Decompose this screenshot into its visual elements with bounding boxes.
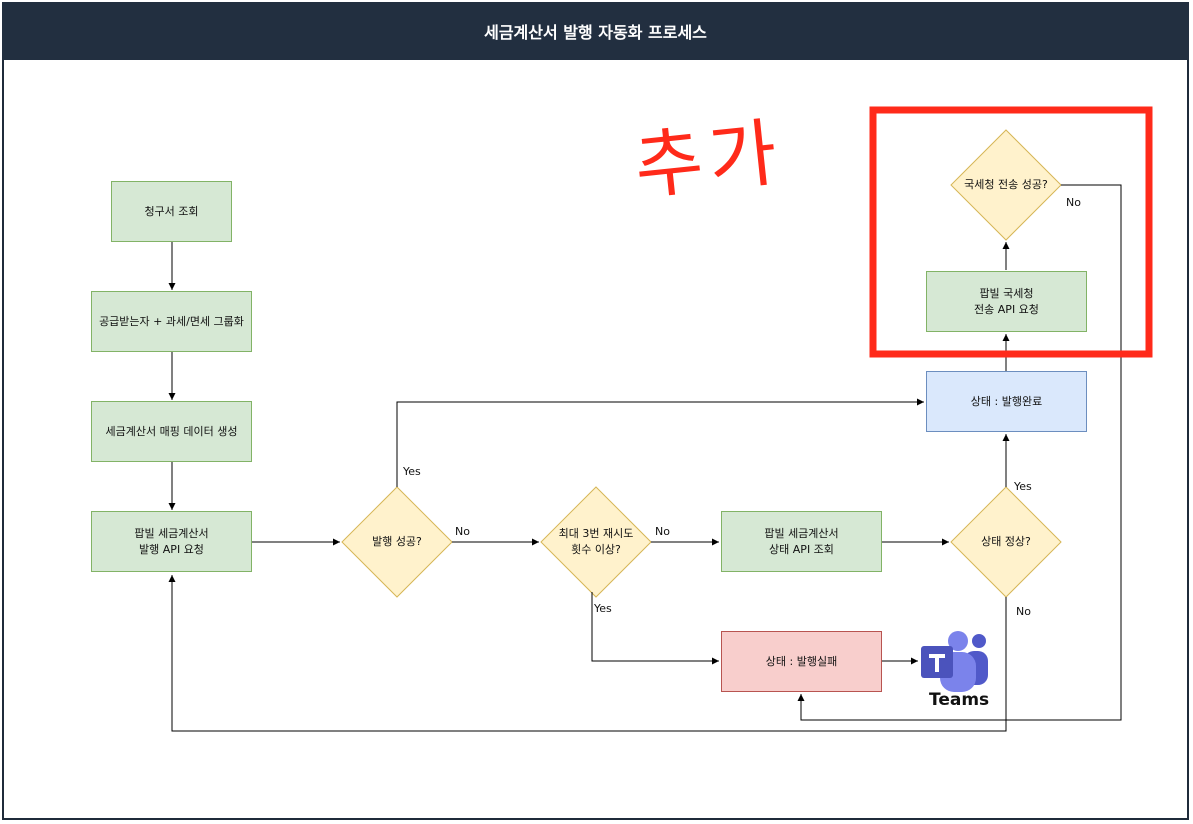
annotation-text: 추가 bbox=[630, 109, 787, 211]
highlight-box bbox=[869, 106, 1153, 358]
edge-label-retry-yes: Yes bbox=[594, 602, 612, 615]
edge-label-retry-no: No bbox=[655, 525, 670, 538]
edge-issue-yes bbox=[396, 398, 924, 487]
edge-label-nts-no: No bbox=[1066, 196, 1081, 209]
page-title: 세금계산서 발행 자동화 프로세스 bbox=[2, 2, 1189, 60]
decision-issue-success bbox=[341, 486, 453, 598]
edge-label-issue-yes: Yes bbox=[403, 465, 421, 478]
teams-label: Teams bbox=[929, 690, 990, 710]
node-status-fail: 상태 : 발행실패 bbox=[721, 631, 882, 692]
node-nts-api: 팝빌 국세청 전송 API 요청 bbox=[926, 271, 1087, 332]
edge-nts-no bbox=[797, 184, 1122, 721]
decision-retry-limit bbox=[540, 486, 652, 598]
decision-issue-success-label: 발행 성공? bbox=[372, 535, 422, 548]
edge-status-no bbox=[168, 575, 1007, 732]
decision-retry-limit-label: 최대 3번 재시도 횟수 이상? bbox=[558, 527, 634, 556]
decision-status-ok-label: 상태 정상? bbox=[981, 535, 1031, 548]
node-issue-api: 팝빌 세금계산서 발행 API 요청 bbox=[91, 511, 252, 572]
node-grouping: 공급받는자 + 과세/면세 그룹화 bbox=[91, 291, 252, 352]
edge-label-status-yes: Yes bbox=[1014, 480, 1032, 493]
edge-label-issue-no: No bbox=[455, 525, 470, 538]
node-mapping: 세금계산서 매핑 데이터 생성 bbox=[91, 401, 252, 462]
edge-label-status-no: No bbox=[1016, 605, 1031, 618]
node-invoice-query: 청구서 조회 bbox=[111, 181, 232, 242]
decision-nts-success-label: 국세청 전송 성공? bbox=[964, 178, 1048, 191]
edge-retry-yes bbox=[591, 592, 719, 665]
node-status-api: 팝빌 세금계산서 상태 API 조회 bbox=[721, 511, 882, 572]
decision-nts-success bbox=[950, 129, 1062, 241]
node-status-done: 상태 : 발행완료 bbox=[926, 371, 1087, 432]
teams-icon bbox=[921, 631, 988, 692]
